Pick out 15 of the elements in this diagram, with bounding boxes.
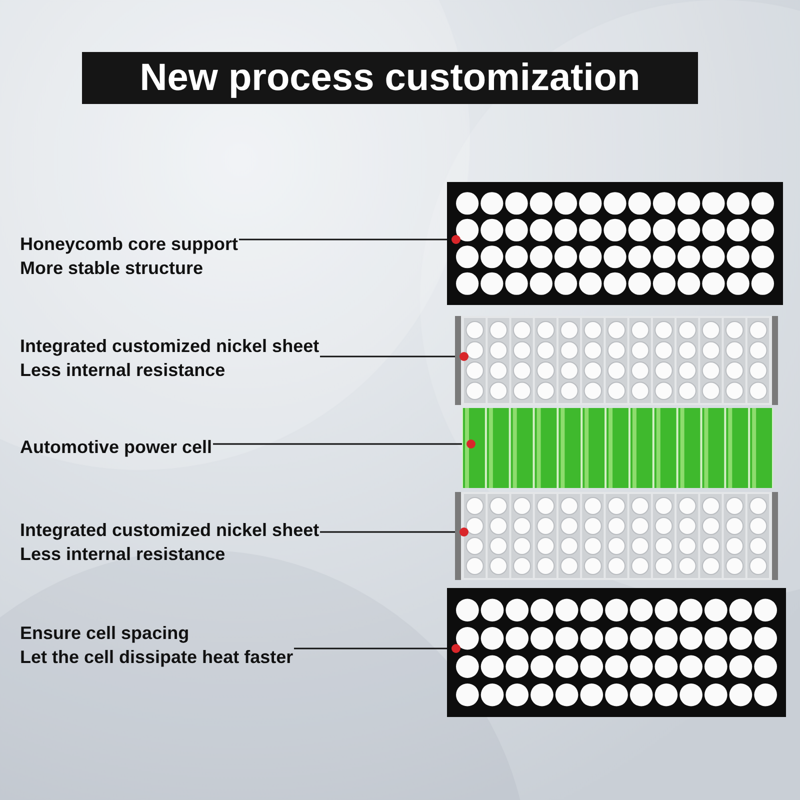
callout-text: Less internal resistance (20, 359, 226, 382)
callout-text: Less internal resistance (20, 543, 226, 566)
callout-text: Let the cell dissipate heat faster (20, 646, 294, 669)
leader-line (320, 356, 455, 358)
callout-text: Integrated customized nickel sheet (20, 519, 320, 542)
leader-line (239, 238, 447, 240)
callout-text: Ensure cell spacing (20, 622, 190, 645)
leader-line (213, 443, 462, 445)
title-banner: New process customization (82, 52, 698, 104)
callout-text: More stable structure (20, 257, 204, 280)
callout-text: Integrated customized nickel sheet (20, 335, 320, 358)
leader-line (320, 531, 455, 533)
callout-text: Honeycomb core support (20, 233, 238, 256)
leader-line (294, 648, 447, 650)
callout-text: Automotive power cell (20, 436, 212, 459)
